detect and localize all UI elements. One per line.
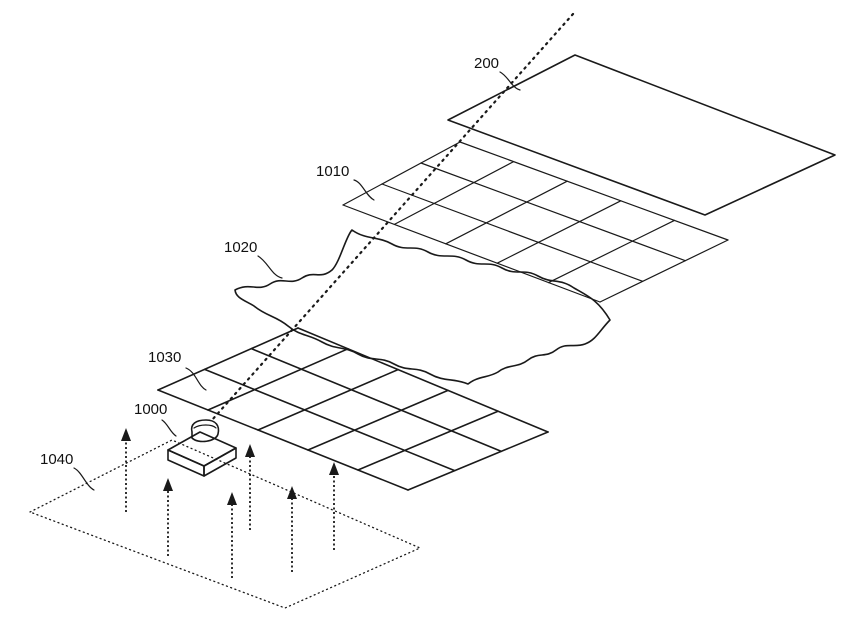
arrow-group [121,428,339,578]
label-1020: 1020 [224,239,257,256]
leader-200 [499,71,521,91]
leader-1040 [73,467,95,491]
label-1040: 1040 [40,451,73,468]
base-plane [28,439,422,609]
arrow-up-icon [227,492,237,505]
label-1010: 1010 [316,163,349,180]
grid-line [420,162,686,262]
leader-1020 [257,255,283,279]
grid-line [357,410,499,471]
grid-line [250,347,503,453]
grid-line [393,161,515,225]
beam-line [210,12,575,422]
source-device [167,419,237,477]
label-200: 200 [474,55,499,72]
film-layer [234,229,611,385]
arrow-up-icon [163,478,173,491]
lower-grid-layer [157,327,549,491]
grid-line [547,219,676,284]
grid-edge [407,431,549,491]
grid-line [445,180,568,245]
cover-plate [447,54,836,216]
grid-edge [459,141,729,241]
arrow-up-icon [329,462,339,475]
leader-1030 [185,367,207,391]
grid-line [203,368,456,472]
grid-line [496,200,622,264]
grid-edge [342,141,461,206]
grid-edge [599,239,729,303]
arrow-up-icon [245,444,255,457]
leader-1010 [353,179,375,201]
leader-1000 [161,419,177,437]
label-1030: 1030 [148,349,181,366]
arrow-up-icon [121,428,131,441]
grid-line [257,368,399,431]
label-1000: 1000 [134,401,167,418]
upper-grid-layer [342,141,729,303]
grid-edge [157,327,299,391]
grid-line [307,389,449,451]
arrow-up-icon [287,486,297,499]
grid-edge [342,204,601,303]
grid-edge [157,389,409,491]
grid-edge [297,327,549,433]
grid-line [381,183,644,282]
